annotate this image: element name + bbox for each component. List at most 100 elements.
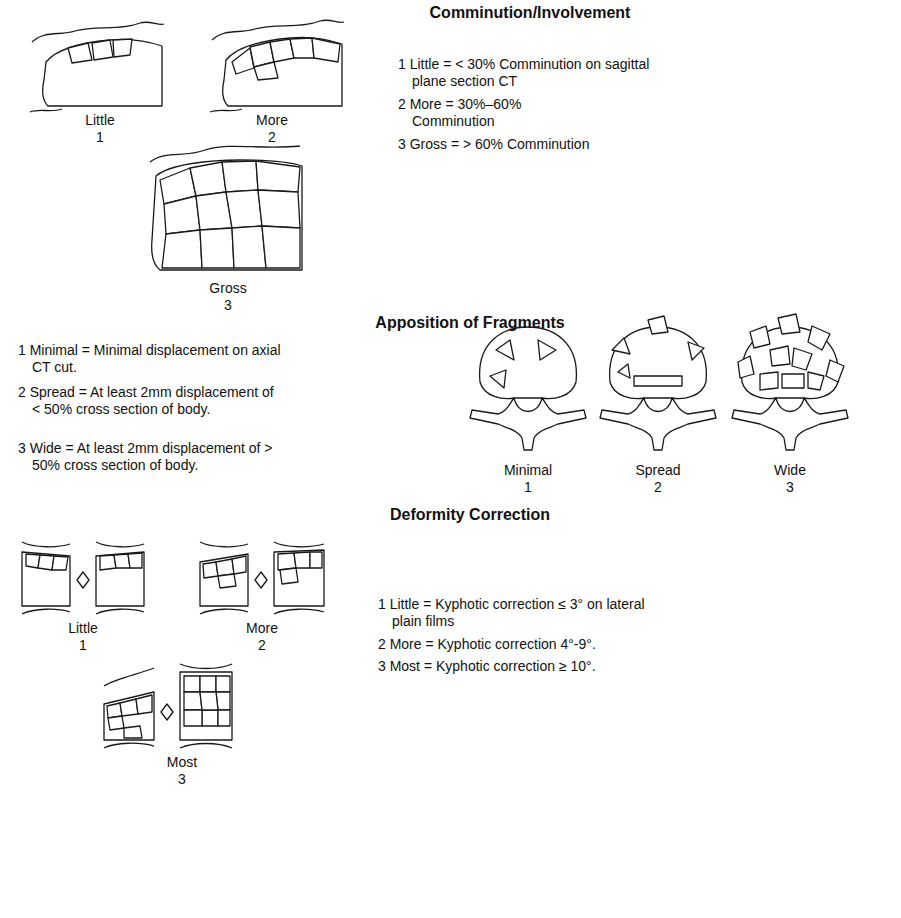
- sagittal-vertebra-gross: [150, 146, 302, 270]
- axial-vertebra-spread-part: [612, 338, 630, 354]
- vertebra-pair-more-part: [255, 572, 267, 588]
- vertebra-pair-more-part: [274, 609, 324, 614]
- vertebra-pair-most-part: [104, 692, 154, 740]
- vertebra-pair-more-part: [274, 550, 324, 606]
- grade-definition: 3 Wide = At least 2mm displacement of > …: [18, 440, 282, 474]
- grade-label: 1: [77, 637, 89, 654]
- vertebra-pair-most-part: [180, 744, 232, 749]
- axial-vertebra-wide-part: [782, 374, 804, 388]
- vertebra-pair-most-part: [202, 710, 218, 726]
- sagittal-vertebra-gross-part: [164, 196, 200, 234]
- vertebra-pair-most-part: [218, 710, 230, 726]
- grade-label: 3: [176, 771, 188, 788]
- vertebra-pair-most-part: [120, 699, 138, 716]
- section-heading: Deformity Correction: [270, 506, 670, 523]
- sagittal-vertebra-little-part: [113, 39, 132, 57]
- axial-vertebra-spread-part: [600, 398, 716, 450]
- axial-vertebra-wide: [732, 314, 848, 450]
- vertebra-pair-little-part: [77, 572, 89, 588]
- sagittal-vertebra-little-part: [30, 109, 62, 112]
- vertebra-pair-more-part: [218, 574, 236, 588]
- axial-vertebra-wide-part: [770, 346, 790, 366]
- vertebra-pair-little-part: [100, 555, 116, 570]
- vertebra-pair-most-part: [200, 676, 216, 692]
- sagittal-vertebra-gross-part: [258, 190, 300, 228]
- grade-label: Spread: [633, 462, 683, 479]
- sagittal-vertebra-gross-part: [262, 226, 300, 268]
- axial-vertebra-spread-part: [634, 376, 682, 386]
- axial-vertebra-wide-part: [808, 372, 824, 390]
- vertebra-pair-most-part: [104, 743, 154, 748]
- vertebra-pair-most-part: [161, 704, 173, 720]
- axial-vertebra-wide-part: [750, 326, 770, 348]
- vertebra-pair-more-part: [310, 552, 322, 568]
- vertebra-pair-more-part: [294, 552, 310, 568]
- sagittal-vertebra-more-part: [212, 20, 344, 40]
- axial-vertebra-wide-part: [792, 348, 812, 370]
- vertebra-pair-most-part: [216, 676, 230, 692]
- axial-vertebra-wide-part: [738, 356, 754, 378]
- sagittal-vertebra-more: [210, 20, 344, 112]
- axial-vertebra-wide-part: [732, 398, 848, 450]
- sagittal-vertebra-more-part: [312, 38, 340, 62]
- vertebra-pair-little-part: [52, 556, 68, 570]
- sagittal-vertebra-gross-part: [256, 161, 300, 192]
- sagittal-vertebra-gross-part: [200, 228, 234, 268]
- vertebra-pair-more-part: [216, 559, 234, 576]
- grade-label: Gross: [207, 280, 249, 297]
- axial-vertebra-wide-part: [742, 327, 839, 399]
- vertebra-pair-more-part: [232, 556, 246, 574]
- vertebra-pair-little-part: [22, 542, 70, 547]
- grade-definition: 2 Spread = At least 2mm displacement of …: [18, 384, 282, 418]
- vertebra-pair-little-part: [96, 609, 144, 614]
- axial-vertebra-wide-part: [808, 326, 830, 350]
- grade-label: More: [244, 620, 280, 637]
- grade-definition: 3 Most = Kyphotic correction ≥ 10°.: [378, 658, 692, 675]
- grade-label: Little: [83, 112, 117, 129]
- vertebra-pair-more-part: [200, 542, 248, 547]
- vertebra-pair-most-part: [104, 668, 154, 686]
- grade-definition: 2 More = 30%–60% Comminution: [398, 96, 592, 130]
- sagittal-vertebra-gross-part: [222, 161, 258, 192]
- section-heading: Comminution/Involvement: [330, 4, 730, 21]
- grade-label: 2: [256, 637, 268, 654]
- axial-vertebra-minimal-part: [470, 398, 586, 450]
- vertebra-pair-most-part: [180, 672, 232, 740]
- vertebra-pair-most-part: [184, 710, 202, 726]
- grade-definition: 1 Little = < 30% Comminution on sagittal…: [398, 56, 652, 90]
- sagittal-vertebra-more-part: [254, 62, 278, 80]
- sagittal-vertebra-little-part: [32, 22, 164, 42]
- axial-vertebra-wide-part: [760, 372, 778, 390]
- vertebra-pair-little-part: [96, 542, 144, 547]
- axial-vertebra-minimal-part: [538, 340, 556, 360]
- vertebra-pair-little-part: [114, 554, 130, 568]
- sagittal-vertebra-more-part: [223, 37, 342, 106]
- vertebra-pair-most-part: [124, 726, 142, 738]
- vertebra-pair-little: [22, 542, 144, 614]
- sagittal-vertebra-little-part: [43, 39, 162, 106]
- axial-vertebra-minimal-part: [480, 327, 577, 399]
- vertebra-pair-most-part: [184, 692, 202, 710]
- vertebra-pair-more-part: [274, 542, 324, 547]
- grade-label: Most: [165, 754, 200, 771]
- sagittal-vertebra-gross-part: [152, 160, 302, 270]
- vertebra-pair-most-part: [136, 695, 152, 714]
- vertebra-pair-more-part: [200, 554, 248, 606]
- grade-label: 3: [784, 479, 796, 496]
- grade-label: 1: [522, 479, 534, 496]
- axial-vertebra-minimal-part: [496, 340, 514, 360]
- vertebra-pair-more-part: [200, 609, 248, 614]
- grade-label: More: [254, 112, 290, 129]
- sagittal-vertebra-gross-part: [226, 190, 262, 228]
- vertebra-pair-little-part: [128, 553, 142, 568]
- axial-vertebra-spread-part: [688, 342, 704, 360]
- section-heading: Apposition of Fragments: [270, 314, 670, 331]
- grade-label: 2: [266, 129, 278, 146]
- sagittal-vertebra-gross-part: [232, 226, 266, 268]
- vertebra-pair-most-part: [180, 664, 232, 669]
- grade-label: Minimal: [502, 462, 555, 479]
- axial-vertebra-minimal-part: [490, 370, 506, 388]
- grade-label: 1: [94, 129, 106, 146]
- grade-definition: 2 More = Kyphotic correction 4°-9°.: [378, 636, 692, 653]
